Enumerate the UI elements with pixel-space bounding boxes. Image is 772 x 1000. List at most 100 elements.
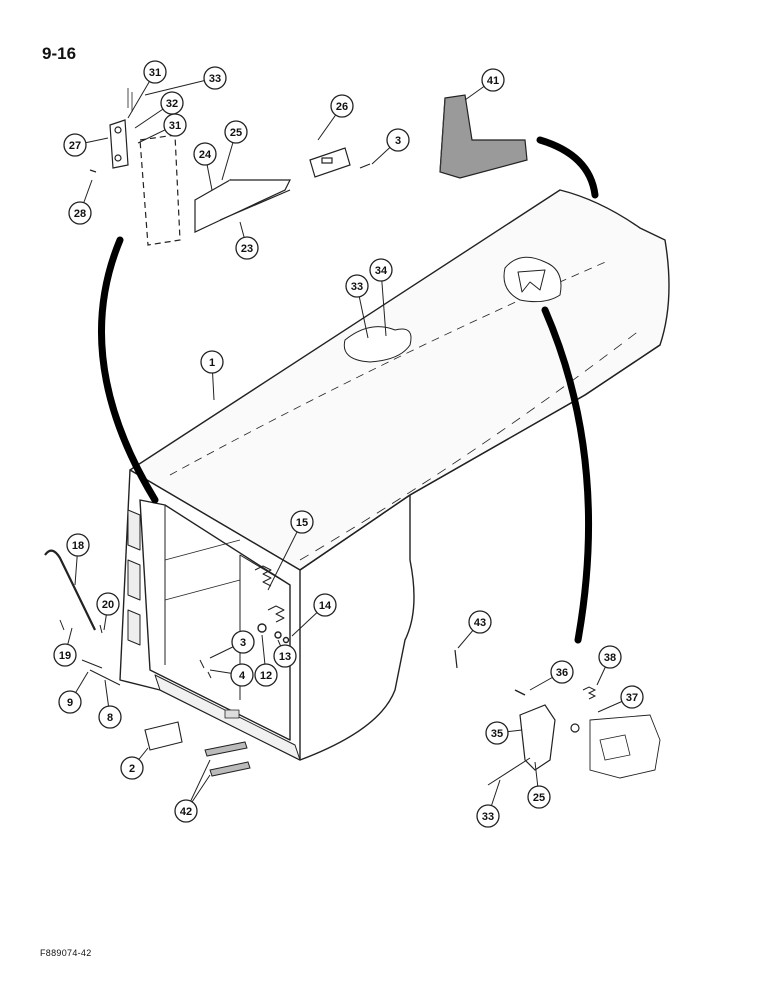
callout-number: 37: [626, 692, 638, 704]
callout-c15: 15: [267, 510, 314, 591]
callout-circle: [58, 690, 82, 714]
callout-circle: [369, 258, 393, 282]
callout-circle: [53, 643, 77, 667]
callout-number: 20: [102, 599, 114, 611]
callout-c31a: 31: [127, 60, 167, 119]
callout-circle: [481, 68, 505, 92]
callout-c26: 26: [317, 94, 354, 141]
callout-number: 35: [491, 728, 503, 740]
callout-number: 14: [319, 600, 332, 612]
callout-circle: [163, 113, 187, 137]
callout-c37: 37: [597, 685, 644, 713]
callout-number: 9: [67, 697, 73, 709]
callout-number: 1: [209, 357, 215, 369]
callout-c36: 36: [529, 660, 574, 691]
callout-c31b: 31: [137, 113, 187, 144]
callout-circle: [254, 663, 278, 687]
callout-leader: [144, 77, 216, 96]
callout-number: 2: [129, 763, 135, 775]
callout-circle: [386, 128, 410, 152]
callout-number: 42: [180, 806, 192, 818]
foam-seal: [439, 94, 528, 179]
callout-c4: 4: [209, 663, 254, 687]
callout-circle: [313, 593, 337, 617]
callout-number: 36: [556, 667, 568, 679]
callout-circle: [143, 60, 167, 84]
callout-c34: 34: [369, 258, 393, 337]
callout-number: 38: [604, 652, 616, 664]
callout-number: 34: [375, 265, 388, 277]
callout-circle: [527, 785, 551, 809]
callout-circle: [120, 756, 144, 780]
hinge-plate: [144, 721, 183, 751]
pin-part: [454, 649, 458, 669]
callout-number: 12: [260, 670, 272, 682]
callout-number: 43: [474, 617, 486, 629]
callout-c25a: 25: [221, 120, 248, 181]
callout-c33c: 33: [476, 779, 501, 828]
callout-circle: [203, 66, 227, 90]
callout-c1: 1: [200, 350, 224, 401]
callout-number: 3: [395, 135, 401, 147]
callout-circle: [598, 645, 622, 669]
callout-circle: [468, 610, 492, 634]
callout-c27: 27: [63, 133, 109, 157]
callout-circle: [66, 533, 90, 557]
callout-circle: [193, 142, 217, 166]
callout-number: 25: [230, 127, 242, 139]
callout-c32: 32: [134, 91, 184, 129]
callout-c41: 41: [464, 68, 505, 101]
callout-c43: 43: [457, 610, 492, 649]
callout-c3a: 3: [371, 128, 410, 165]
callout-circle: [476, 804, 500, 828]
callout-number: 32: [166, 98, 178, 110]
reference-arrows: [98, 136, 599, 644]
callout-number: 41: [487, 75, 499, 87]
callout-c23: 23: [235, 221, 259, 260]
callout-c25b: 25: [527, 761, 551, 809]
callout-c18: 18: [66, 533, 90, 586]
callout-circle: [330, 94, 354, 118]
callout-number: 4: [239, 670, 246, 682]
callout-c8: 8: [98, 679, 122, 729]
callout-circle: [620, 685, 644, 709]
callout-circle: [231, 630, 255, 654]
callout-c9: 9: [58, 671, 89, 714]
callout-c35: 35: [485, 721, 523, 745]
callout-number: 27: [69, 140, 81, 152]
latch-plate: [309, 147, 371, 178]
callout-number: 3: [240, 637, 246, 649]
latch-assembly: [487, 686, 661, 786]
callout-number: 13: [279, 651, 291, 663]
callout-circle: [230, 663, 254, 687]
callout-number: 28: [74, 208, 86, 220]
trim-strips: [204, 741, 251, 777]
callout-leader: [267, 521, 303, 591]
callout-number: 23: [241, 243, 253, 255]
callout-circle: [174, 799, 198, 823]
callout-circle: [235, 236, 259, 260]
callout-c33b: 33: [345, 274, 369, 339]
callout-c42: 42: [174, 759, 211, 823]
callout-number: 24: [199, 149, 212, 161]
callout-c24: 24: [193, 142, 217, 191]
callout-number: 19: [59, 650, 71, 662]
callout-circle: [224, 120, 248, 144]
hinge-bracket-assembly: [89, 88, 291, 246]
hood-body: [119, 189, 670, 761]
callout-c38: 38: [596, 645, 622, 686]
callout-circle: [550, 660, 574, 684]
callout-c3b: 3: [209, 630, 255, 659]
callout-c2: 2: [120, 747, 149, 780]
callout-circle: [485, 721, 509, 745]
callout-c28: 28: [68, 179, 93, 225]
callout-c20: 20: [96, 592, 120, 631]
callout-circle: [273, 644, 297, 668]
callout-circle: [68, 201, 92, 225]
callout-c13: 13: [273, 639, 297, 668]
callout-c19: 19: [53, 627, 77, 667]
callout-number: 33: [482, 811, 494, 823]
callout-number: 25: [533, 792, 545, 804]
